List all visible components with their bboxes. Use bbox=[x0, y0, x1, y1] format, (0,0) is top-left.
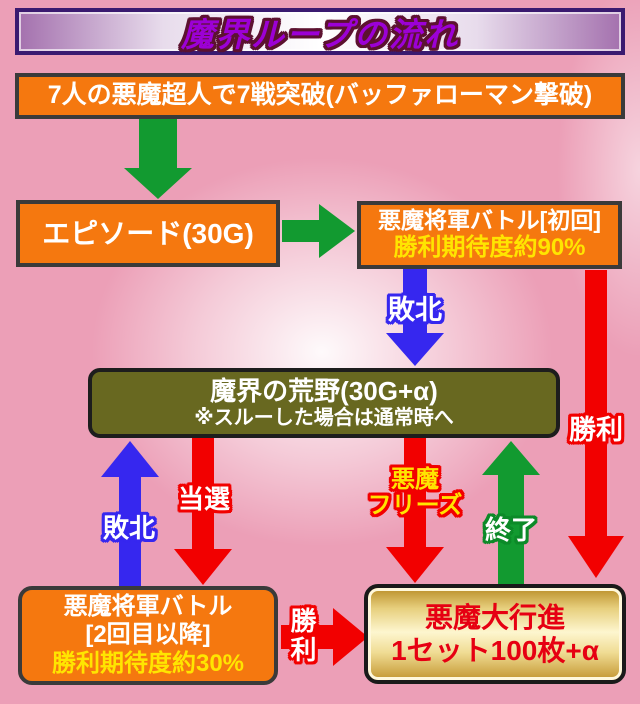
arrow-victory-repeat bbox=[281, 608, 368, 666]
arrow-victory-first bbox=[568, 270, 624, 578]
title-banner: 魔界ループの流れ bbox=[15, 8, 625, 55]
arrow-lottery-win bbox=[174, 438, 232, 585]
box-shogun-repeat-line2: [2回目以降] bbox=[85, 621, 211, 649]
label-devil-freeze-line2: フリーズ bbox=[367, 492, 463, 519]
box-episode-text: エピソード(30G) bbox=[42, 217, 254, 249]
label-devil-freeze-line1: 悪魔 bbox=[391, 466, 439, 493]
page-title: 魔界ループの流れ bbox=[180, 15, 460, 53]
arrow-shaft bbox=[404, 438, 426, 549]
box-shogun-repeat-line1: 悪魔将軍バトル bbox=[63, 593, 233, 621]
box-shogun-battle-repeat: 悪魔将軍バトル [2回目以降] 勝利期待度約30% bbox=[18, 586, 278, 685]
box-shogun-first-line2: 勝利期待度約90% bbox=[393, 234, 586, 262]
arrow-defeat-first bbox=[386, 269, 444, 366]
arrow-head bbox=[174, 549, 232, 585]
box-parade-line1: 悪魔大行進 bbox=[424, 601, 565, 633]
arrow-head bbox=[319, 204, 355, 258]
arrow-head bbox=[101, 441, 159, 477]
label-victory-first: 勝利 bbox=[569, 415, 623, 445]
arrow-shaft bbox=[282, 220, 320, 242]
box-shogun-first-line1: 悪魔将軍バトル[初回] bbox=[377, 207, 601, 234]
arrow-devil-freeze bbox=[386, 438, 444, 583]
arrow-shaft bbox=[403, 269, 427, 335]
box-shogun-repeat-line3: 勝利期待度約30% bbox=[51, 649, 245, 677]
arrow-head bbox=[482, 441, 540, 475]
label-victory-repeat: 勝利 bbox=[287, 607, 317, 665]
arrow-shaft bbox=[281, 625, 335, 649]
box-clear-condition-text: 7人の悪魔超人で7戦突破(バッファローマン撃破) bbox=[47, 81, 593, 110]
box-wilderness-line1: 魔界の荒野(30G+α) bbox=[210, 375, 438, 406]
box-wilderness-line2: ※スルーした場合は通常時へ bbox=[194, 406, 454, 429]
box-shogun-battle-first: 悪魔将軍バトル[初回] 勝利期待度約90% bbox=[357, 201, 622, 269]
label-defeat-first: 敗北 bbox=[388, 295, 442, 325]
label-end: 終了 bbox=[484, 515, 538, 545]
arrow-head bbox=[386, 547, 444, 583]
label-defeat-repeat: 敗北 bbox=[102, 513, 156, 543]
label-lottery-win: 当選 bbox=[177, 484, 231, 514]
arrow-defeat-repeat bbox=[101, 441, 159, 600]
label-devil-freeze: 悪魔 フリーズ bbox=[368, 467, 463, 519]
arrow-head bbox=[333, 608, 368, 666]
box-makai-wilderness: 魔界の荒野(30G+α) ※スルーした場合は通常時へ bbox=[88, 368, 560, 438]
arrow-head bbox=[124, 168, 192, 199]
arrow-head bbox=[386, 333, 444, 366]
arrow-shaft bbox=[498, 473, 524, 584]
arrow-condition-to-episode bbox=[124, 119, 192, 199]
arrow-head bbox=[568, 536, 624, 578]
arrow-shaft bbox=[139, 119, 177, 169]
arrow-shaft bbox=[119, 475, 141, 600]
arrow-shaft bbox=[192, 438, 214, 551]
box-akuma-daikoushin: 悪魔大行進 1セット100枚+α bbox=[364, 584, 626, 684]
box-episode: エピソード(30G) bbox=[16, 200, 280, 267]
arrow-episode-to-shogun-first bbox=[282, 204, 355, 258]
arrow-shaft bbox=[585, 270, 607, 538]
box-parade-line2: 1セット100枚+α bbox=[391, 635, 599, 666]
arrow-end bbox=[482, 441, 540, 584]
box-clear-condition: 7人の悪魔超人で7戦突破(バッファローマン撃破) bbox=[15, 73, 625, 119]
